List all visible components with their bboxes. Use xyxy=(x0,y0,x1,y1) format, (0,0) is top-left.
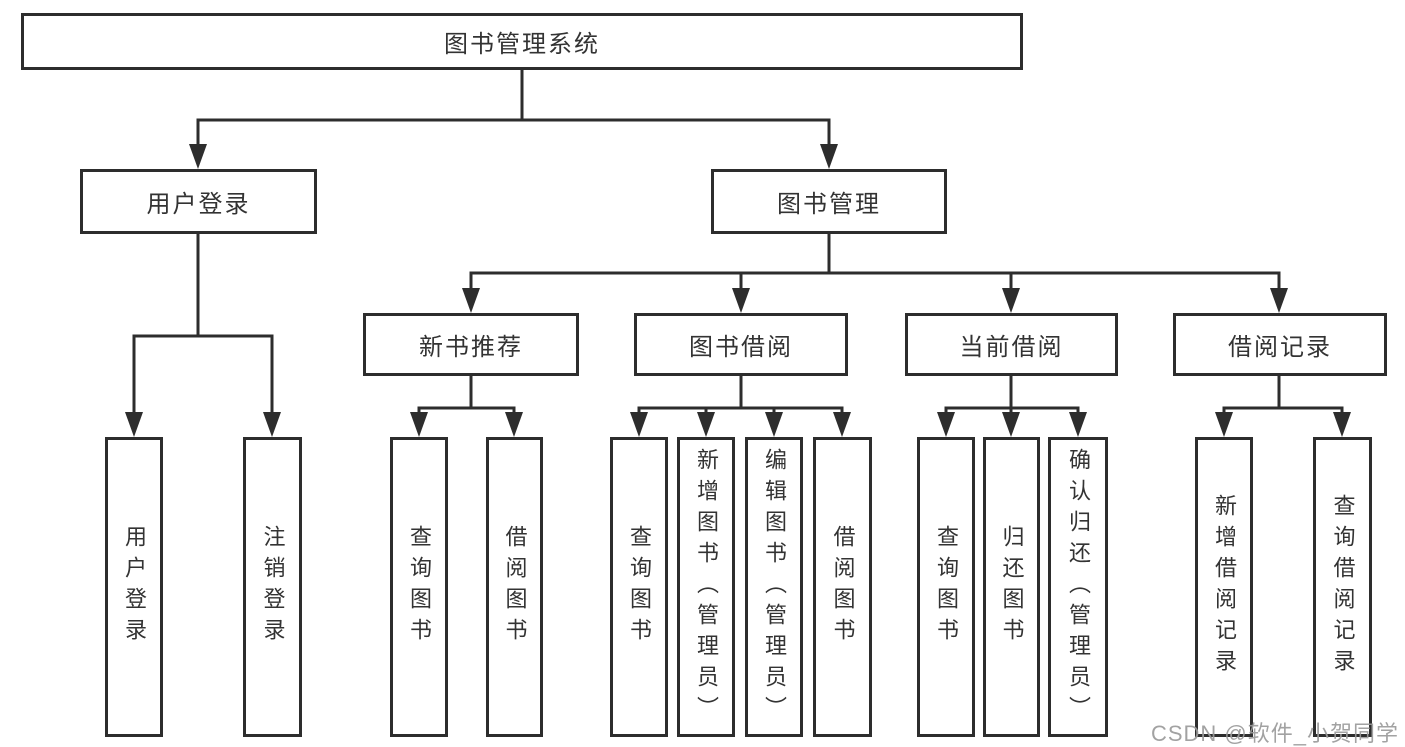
node-borrow-records: 借阅记录 xyxy=(1173,313,1387,376)
node-leaf-newbooks-borrow: 借阅图书 xyxy=(486,437,543,737)
node-current-borrowing: 当前借阅 xyxy=(905,313,1118,376)
node-leaf-newbooks-query: 查询图书 xyxy=(390,437,448,737)
node-leaf-borrow-add-admin: 新增图书（管理员） xyxy=(677,437,735,737)
node-leaf-logout: 注销登录 xyxy=(243,437,302,737)
watermark: CSDN @软件_小贺同学 xyxy=(1150,721,1399,746)
node-book-borrowing: 图书借阅 xyxy=(634,313,848,376)
node-leaf-user-login: 用户登录 xyxy=(105,437,163,737)
node-leaf-borrow-edit-admin: 编辑图书（管理员） xyxy=(745,437,803,737)
node-leaf-records-query: 查询借阅记录 xyxy=(1313,437,1372,737)
node-leaf-current-confirm-admin: 确认归还（管理员） xyxy=(1048,437,1108,737)
node-library-system: 图书管理系统 xyxy=(21,13,1023,70)
node-leaf-current-query: 查询图书 xyxy=(917,437,975,737)
node-new-book-recommend: 新书推荐 xyxy=(363,313,579,376)
node-book-management: 图书管理 xyxy=(711,169,947,234)
node-user-login: 用户登录 xyxy=(80,169,317,234)
node-leaf-records-add: 新增借阅记录 xyxy=(1195,437,1253,737)
node-leaf-borrow-do: 借阅图书 xyxy=(813,437,872,737)
node-leaf-borrow-query: 查询图书 xyxy=(610,437,668,737)
node-leaf-current-return: 归还图书 xyxy=(983,437,1040,737)
